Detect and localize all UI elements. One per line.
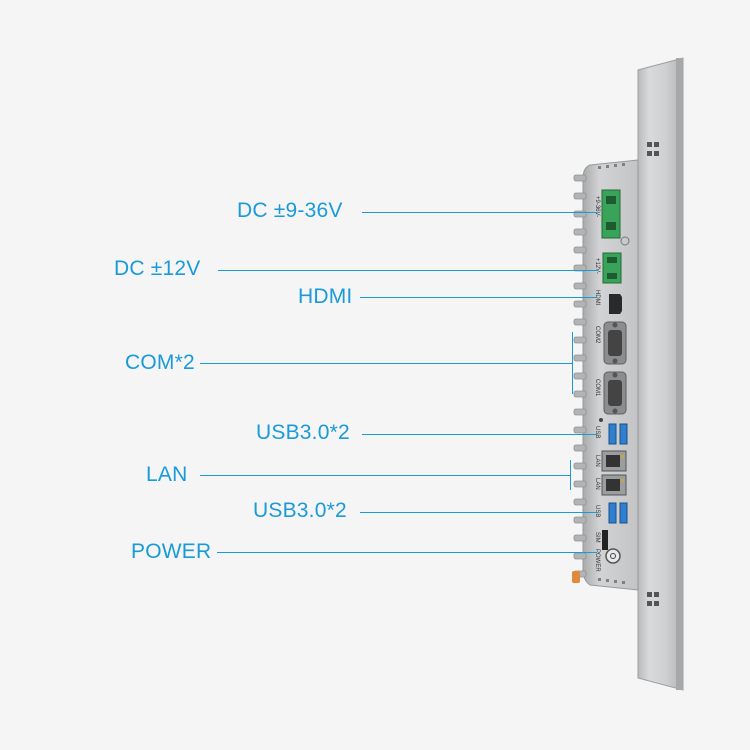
callout-line-com [200,363,572,364]
label-com2: COM2 [594,326,600,344]
label-terminal-top: +9-36V- [594,196,600,217]
lan-ports [601,450,627,496]
label-power: POWER [594,549,600,572]
label-sim: SIM [594,532,600,543]
label-usb1: USB [594,426,600,438]
usb-bottom-ports [608,502,628,524]
callout-label-usb-bottom: USB3.0*2 [253,499,347,522]
callout-bracket-lan [570,460,571,490]
com2-port-shape [603,321,627,365]
callout-label-lan: LAN [146,463,188,486]
callout-label-usb-top: USB3.0*2 [256,421,350,444]
callout-line-usb-bottom [360,512,597,513]
label-hdmi: HDMI [594,290,600,306]
callout-line-usb-top [362,434,597,435]
label-lan1: LAN [594,455,600,467]
label-usb2: USB [594,505,600,517]
terminal-block-9-36v [601,189,621,239]
callout-line-dc-9-36v [362,212,597,213]
callout-line-power [217,552,597,553]
label-com1: COM1 [594,379,600,397]
callout-line-hdmi [360,297,597,298]
callout-bracket-com [572,332,573,394]
hdmi-port-shape [609,294,622,314]
front-panel [637,57,684,691]
label-terminal-mid: +12V- [594,258,600,274]
callout-line-dc-12v [218,270,597,271]
callout-label-com: COM*2 [125,351,195,374]
callout-line-lan [200,475,570,476]
callout-label-power: POWER [131,540,212,563]
callout-label-dc-12v: DC ±12V [114,257,201,280]
callout-label-dc-9-36v: DC ±9-36V [237,199,343,222]
usb-top-ports [599,418,628,445]
com1-port-shape [603,371,627,415]
terminal-block-12v [602,252,622,284]
callout-label-hdmi: HDMI [298,285,353,308]
label-lan2: LAN [594,478,600,490]
